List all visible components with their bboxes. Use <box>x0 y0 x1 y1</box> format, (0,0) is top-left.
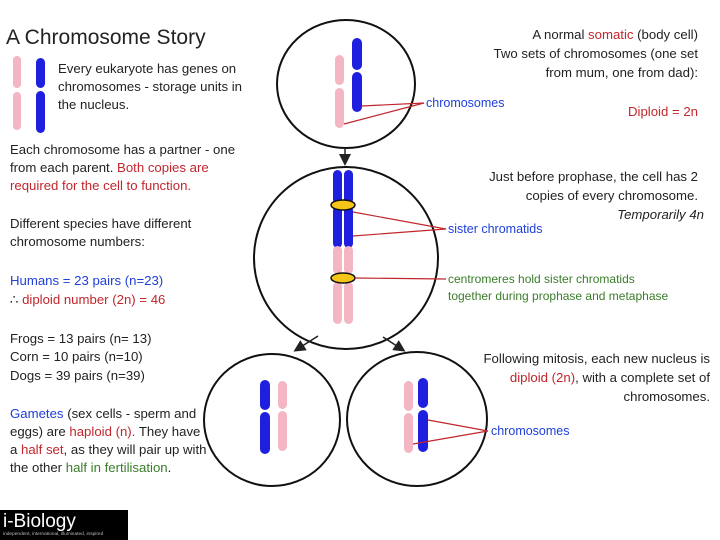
prophase-line: Just before prophase, the cell has 2 <box>489 169 698 184</box>
somatic-word: somatic <box>588 27 634 42</box>
diploid-number-text: diploid number (2n) = 46 <box>22 292 166 307</box>
logo-tagline: independent, international, illuminated,… <box>3 532 104 537</box>
prophase-cell-nucleus <box>253 166 439 350</box>
somatic-cell-nucleus <box>276 19 416 149</box>
left-daughter-blue-upper <box>260 380 270 410</box>
complete-set-text: , with a complete set of <box>575 370 710 385</box>
arrow-down-right-icon <box>382 336 406 352</box>
centromeres-label-line2: together during prophase and metaphase <box>448 289 669 303</box>
centromere-blue <box>330 199 356 211</box>
blue-chromatid-left-lower <box>333 206 342 248</box>
centromeres-pointer <box>354 277 447 280</box>
intro-chromosome-icon <box>13 56 45 133</box>
right-daughter-pink-upper <box>404 381 413 411</box>
blue-chromatid-left-upper <box>333 170 342 204</box>
partner-text: Each chromosome has a partner - one from… <box>10 142 236 175</box>
bottom-chromosomes-pointer-pink <box>412 430 489 445</box>
diploid-number-line: ∴ diploid number (2n) = 46 <box>10 291 165 309</box>
corn-line: Corn = 10 pairs (n=10) <box>10 349 143 364</box>
chromosomes-pointer-pink <box>343 102 425 125</box>
pink-chromatid-right-lower <box>344 282 353 324</box>
pink-chromatid-left-lower <box>333 282 342 324</box>
copies-line: copies of every chromosome. <box>525 188 698 203</box>
left-daughter-pink-lower <box>278 411 287 451</box>
gametes-end: . <box>167 460 172 475</box>
blue-chromatid-right-upper <box>344 170 353 204</box>
blue-chromosome-upper <box>36 58 45 88</box>
frogs-line: Frogs = 13 pairs (n= 13) <box>10 331 152 346</box>
gametes-text-a: (sex cells - sperm and eggs) are <box>10 406 197 439</box>
somatic-text-a: A normal <box>532 27 585 42</box>
pink-chromosome-lower <box>13 92 21 130</box>
both-copies-text: Both copies are required for the cell to… <box>10 160 209 193</box>
humans-line: Humans = 23 pairs (n=23) <box>10 273 164 288</box>
daughter-cell-right <box>346 351 488 487</box>
species-text: Different species have different chromos… <box>10 216 192 249</box>
diploid-2n-line: diploid (2n), with a complete set of <box>450 369 710 387</box>
sister-chromatids-pointer-1 <box>352 211 447 230</box>
left-daughter-blue-lower <box>260 412 270 454</box>
mitosis-line: Following mitosis, each new nucleus is <box>483 351 711 366</box>
somatic-blue-chromosome-lower <box>352 72 362 112</box>
centromere-pink <box>330 272 356 284</box>
centromeres-label-line1: centromeres hold sister chromatids <box>448 272 635 286</box>
somatic-blue-chromosome-upper <box>352 38 362 70</box>
pink-chromatid-right-upper <box>344 246 353 274</box>
blue-chromatid-right-lower <box>344 206 353 248</box>
dogs-line: Dogs = 39 pairs (n=39) <box>10 368 145 383</box>
therefore-symbol: ∴ <box>10 292 19 307</box>
logo-text: i-Biology <box>3 511 76 532</box>
gametes-text-b: They have a <box>10 424 201 457</box>
pink-chromatid-left-upper <box>333 246 342 274</box>
right-daughter-blue-lower <box>418 410 428 452</box>
somatic-pink-chromosome-lower <box>335 88 344 128</box>
chromosomes-end-line: chromosomes. <box>623 389 710 404</box>
temporarily-line: Temporarily 4n <box>617 207 704 222</box>
pink-chromosome-upper <box>13 56 21 88</box>
somatic-pink-chromosome-upper <box>335 55 344 85</box>
intro-text: Every eukaryote has genes on chromosomes… <box>58 61 242 112</box>
somatic-text-b: (body cell) <box>637 27 698 42</box>
right-daughter-pink-lower <box>404 413 413 453</box>
sister-chromatids-pointer-2 <box>352 228 447 237</box>
sister-chromatids-label: sister chromatids <box>448 222 543 236</box>
i-biology-logo: i-Biology independent, international, il… <box>0 510 128 540</box>
blue-chromosome-lower <box>36 91 45 133</box>
chromosomes-pointer-blue <box>361 102 425 107</box>
half-set-text: half set <box>21 442 64 457</box>
diploid-2n-text: diploid (2n) <box>509 370 576 385</box>
chromosomes-label-top: chromosomes <box>426 96 505 110</box>
gametes-text-c: , as they will pair up with the other <box>10 442 207 475</box>
gametes-paragraph: Gametes (sex cells - sperm and eggs) are… <box>10 405 210 477</box>
chromosomes-label-bottom: chromosomes <box>491 424 570 438</box>
partner-paragraph: Each chromosome has a partner - one from… <box>10 141 250 195</box>
mum-dad-line: from mum, one from dad): <box>545 65 698 80</box>
arrow-down-left-icon <box>293 335 319 352</box>
daughter-cell-left <box>203 353 341 487</box>
page-title: A Chromosome Story <box>6 26 206 49</box>
haploid-text: haploid (n). <box>69 424 136 439</box>
right-daughter-blue-upper <box>418 378 428 408</box>
left-daughter-pink-upper <box>278 381 287 409</box>
bottom-chromosomes-pointer-blue <box>427 419 489 432</box>
two-sets-line: Two sets of chromosomes (one set <box>493 46 699 61</box>
fertilisation-text: half in fertilisation <box>65 460 168 475</box>
gametes-word: Gametes <box>10 406 64 421</box>
diploid-label: Diploid = 2n <box>627 104 698 119</box>
somatic-line: A normal somatic (body cell) <box>438 26 698 44</box>
